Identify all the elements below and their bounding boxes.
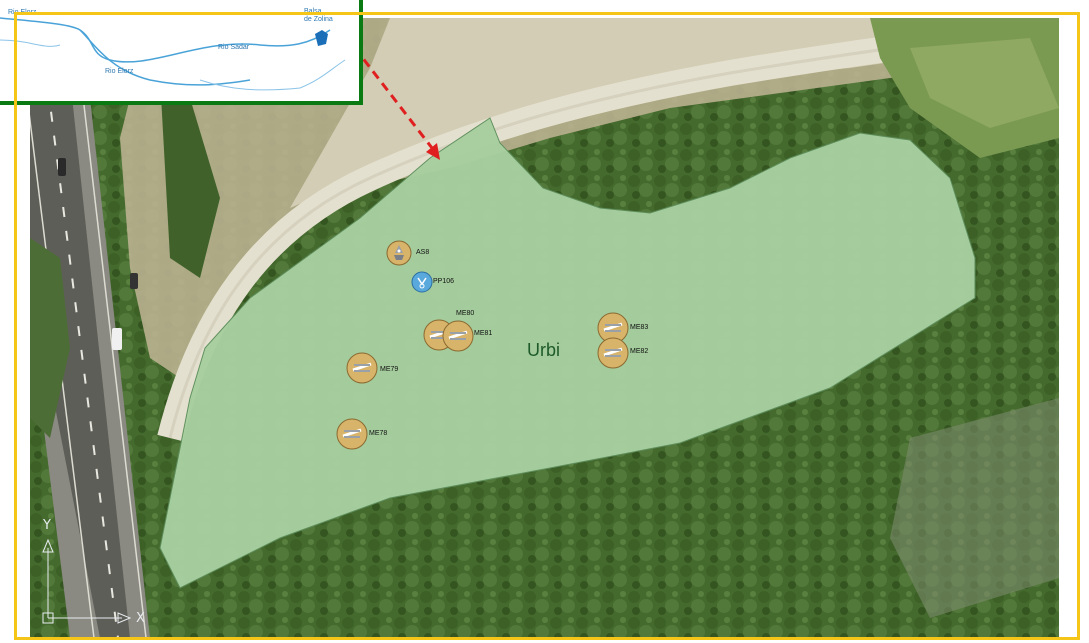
marker-me78[interactable] xyxy=(336,418,368,455)
marker-me79[interactable] xyxy=(346,352,378,389)
inset-label-zolina: de Zolina xyxy=(304,16,333,23)
manhole-icon xyxy=(597,312,629,344)
marker-me81[interactable] xyxy=(442,320,474,357)
marker-as8[interactable] xyxy=(386,240,412,271)
marker-pp106[interactable] xyxy=(411,271,433,298)
figure-frame xyxy=(14,12,1080,640)
marker-me82[interactable] xyxy=(597,337,629,374)
reservoir-icon xyxy=(315,30,328,46)
fountain-icon xyxy=(386,240,412,266)
ucs-axis-icon xyxy=(42,538,132,624)
marker-me83[interactable] xyxy=(597,312,629,349)
axis-label-x: X xyxy=(136,611,145,626)
zone-label-urbi: Urbi xyxy=(527,340,561,360)
label-me82: ME82 xyxy=(630,348,649,355)
label-as8: AS8 xyxy=(416,249,430,256)
axis-label-y: Y xyxy=(43,518,51,533)
satellite-imagery xyxy=(30,18,1059,638)
label-me83: ME83 xyxy=(630,324,649,331)
urbi-zone-polygon xyxy=(159,117,976,589)
inset-locator-map: Rio Elorz Rio Elorz Rio Sadar Balsa de Z… xyxy=(0,0,363,105)
manhole-icon xyxy=(336,418,368,450)
inset-label-rio-elorz-2: Rio Elorz xyxy=(105,68,134,75)
manhole-icon xyxy=(442,320,474,352)
satellite-map[interactable] xyxy=(30,18,1059,638)
inset-label-balsa: Balsa xyxy=(304,8,322,15)
inset-label-rio-sadar: Rio Sadar xyxy=(218,44,250,51)
well-icon xyxy=(411,271,433,293)
label-pp106: PP106 xyxy=(433,278,455,285)
manhole-icon xyxy=(597,337,629,369)
label-me78: ME78 xyxy=(369,430,388,437)
label-me80: ME80 xyxy=(456,310,475,317)
label-me81: ME81 xyxy=(474,330,493,337)
label-me79: ME79 xyxy=(380,366,399,373)
manhole-icon xyxy=(346,352,378,384)
